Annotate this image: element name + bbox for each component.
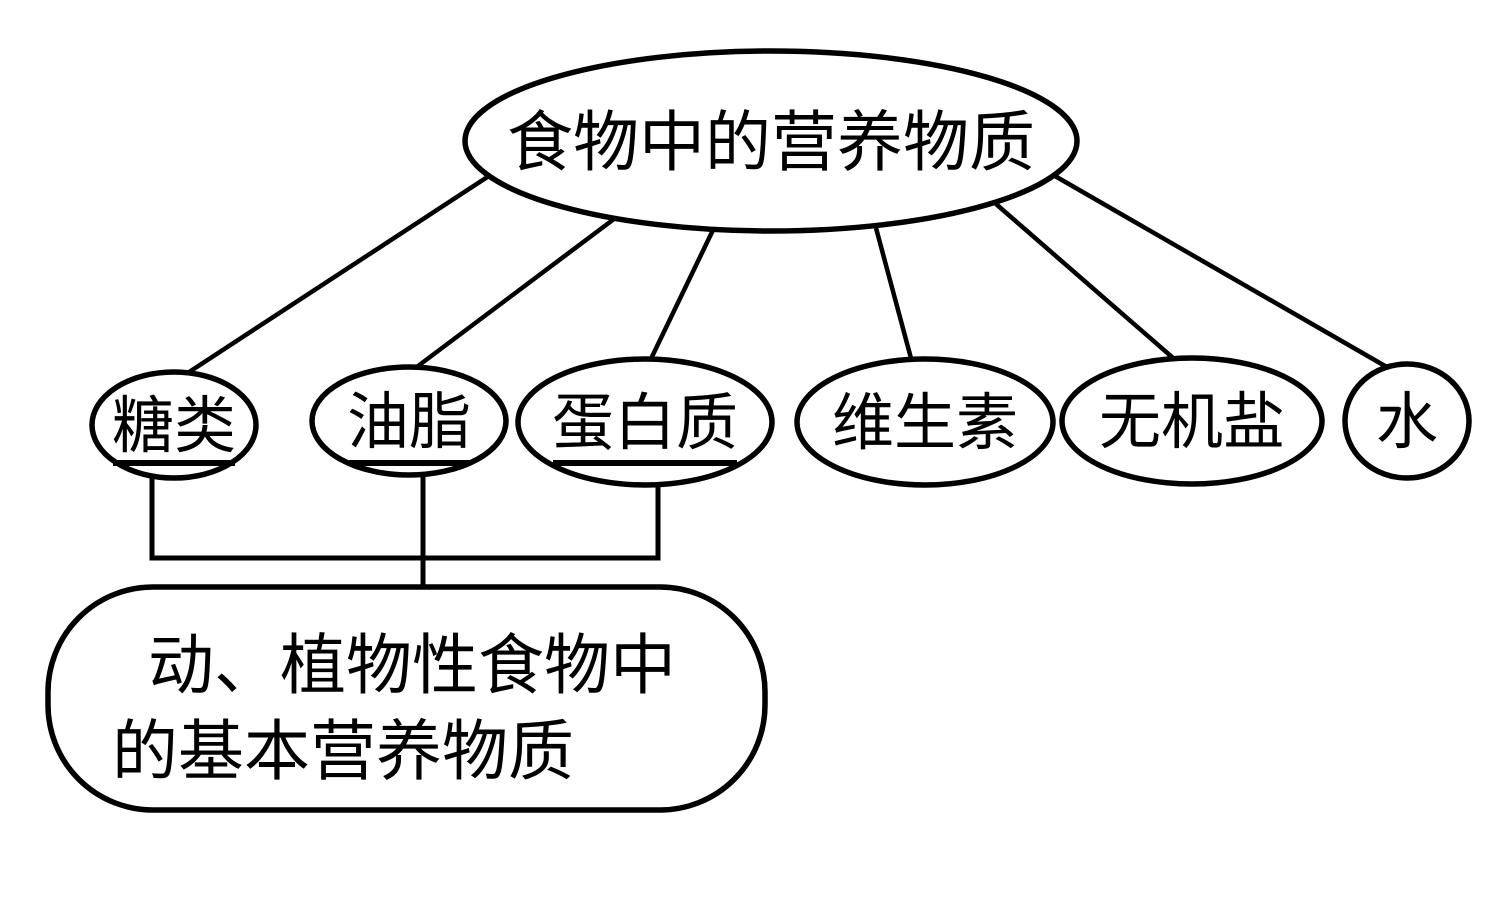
note-node: 动、植物性食物中 的基本营养物质: [45, 584, 768, 813]
node-carbohydrates-ellipse: [89, 369, 259, 481]
node-vitamins-ellipse: [794, 356, 1056, 488]
edge-root-to-fats-oils: [408, 214, 620, 374]
node-carbohydrates-label: 糖类: [112, 389, 236, 462]
node-vitamins: 维生素: [794, 356, 1056, 488]
node-inorganic-salts-ellipse: [1059, 355, 1325, 487]
note-line-1: 动、植物性食物中: [148, 627, 676, 704]
node-vitamins-label: 维生素: [832, 386, 1018, 459]
node-protein-label: 蛋白质: [552, 386, 738, 459]
edge-root-to-carbohydrates: [178, 170, 497, 380]
edge-root-to-water: [1046, 170, 1394, 372]
node-water: 水: [1342, 361, 1472, 481]
note-line-2: 的基本营养物质: [112, 713, 574, 790]
node-protein: 蛋白质: [515, 356, 775, 488]
node-carbohydrates: 糖类: [89, 369, 259, 481]
node-protein-ellipse: [515, 356, 775, 488]
connector-edges: [149, 170, 1394, 592]
node-fats-oils-ellipse: [309, 364, 509, 478]
edge-root-to-vitamins: [873, 227, 915, 363]
root-node-label: 食物中的营养物质: [507, 104, 1035, 181]
node-fats-oils: 油脂: [309, 364, 509, 478]
node-fats-oils-label: 油脂: [347, 385, 471, 458]
edge-root-to-inorganic-salts: [994, 202, 1182, 366]
node-water-ellipse: [1342, 361, 1472, 481]
note-box: [45, 584, 768, 813]
edge-root-to-protein: [645, 229, 716, 366]
node-inorganic-salts: 无机盐: [1059, 355, 1325, 487]
node-inorganic-salts-label: 无机盐: [1099, 385, 1285, 458]
root-node-ellipse: [462, 48, 1080, 234]
node-water-label: 水: [1376, 385, 1438, 458]
node-root: 食物中的营养物质: [462, 48, 1080, 234]
